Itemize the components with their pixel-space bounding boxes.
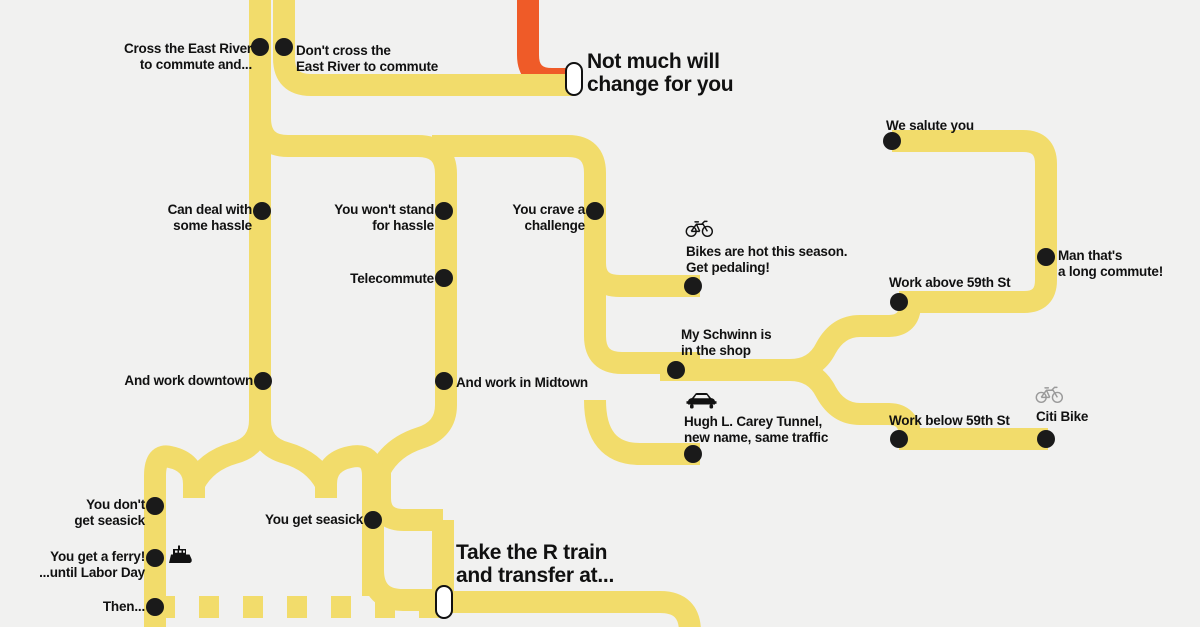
segment-downtown-to-seasick (315, 445, 384, 498)
station-label-wont-stand-for-hassle: You won't stand for hassle (334, 202, 434, 233)
station-dot-dont-cross-east-river[interactable] (275, 38, 293, 56)
station-dot-you-get-a-ferry[interactable] (146, 549, 164, 567)
station-label-telecommute: Telecommute (350, 271, 434, 286)
segment-to-crave-challenge (432, 135, 606, 336)
segment-downtown-to-ferry (144, 445, 205, 498)
segment-r-train-bottom-right (443, 591, 701, 627)
station-dot-citi-bike[interactable] (1037, 430, 1055, 448)
segment-dont-cross-to-terminal (273, 0, 574, 96)
station-dot-wont-stand-for-hassle[interactable] (435, 202, 453, 220)
station-label-crave-a-challenge: You crave a challenge (512, 202, 585, 233)
station-label-cross-east-river: Cross the East River to commute and... (123, 41, 252, 72)
terminal-markers-layer (435, 62, 583, 619)
station-label-work-below-59th: Work below 59th St (889, 413, 1010, 428)
station-label-bikes-are-hot: Bikes are hot this season. Get pedaling! (686, 244, 848, 275)
station-label-you-get-a-ferry: You get a ferry! ...until Labor Day (39, 549, 145, 580)
segment-downtown-left-branch (183, 419, 271, 498)
station-dot-work-below-59th[interactable] (890, 430, 908, 448)
station-label-citi-bike: Citi Bike (1036, 409, 1089, 424)
terminal-marker-take-the-r-train[interactable] (435, 585, 453, 619)
segment-crave-to-bikes (584, 262, 700, 297)
station-dot-we-salute-you[interactable] (883, 132, 901, 150)
station-dot-can-deal-with-hassle[interactable] (253, 202, 271, 220)
station-label-my-schwinn-in-shop: My Schwinn is in the shop (681, 327, 772, 358)
terminal-marker-not-much-will-change[interactable] (565, 62, 583, 96)
segment-crave-to-schwinn (584, 335, 700, 374)
station-dot-and-work-downtown[interactable] (254, 372, 272, 390)
station-label-you-dont-get-seasick: You don't get seasick (74, 497, 145, 528)
bicycle-icon-bikes-hot (685, 220, 714, 238)
ferry-icon (169, 545, 192, 563)
station-label-man-long-commute: Man that's a long commute! (1058, 248, 1164, 279)
station-dot-hugh-carey-tunnel[interactable] (684, 445, 702, 463)
station-label-can-deal-with-hassle: Can deal with some hassle (167, 202, 253, 233)
terminal-label-not-much-will-change: Not much will change for you (587, 50, 734, 96)
station-label-hugh-carey-tunnel: Hugh L. Carey Tunnel, new name, same tra… (684, 414, 829, 445)
segment-midtown-to-tunnel (584, 399, 700, 465)
station-dot-then[interactable] (146, 598, 164, 616)
station-label-work-above-59th: Work above 59th St (889, 275, 1011, 290)
station-dot-crave-a-challenge[interactable] (586, 202, 604, 220)
station-dot-work-above-59th[interactable] (890, 293, 908, 311)
station-label-you-get-seasick: You get seasick (264, 512, 363, 527)
station-dot-man-long-commute[interactable] (1037, 248, 1055, 266)
station-label-and-work-downtown: And work downtown (124, 373, 253, 388)
segment-seasick-to-r-train (362, 569, 443, 611)
station-dot-cross-east-river[interactable] (251, 38, 269, 56)
segment-above-59th-to-salute (892, 130, 1057, 313)
bicycle-icon-citi-bike (1035, 386, 1064, 404)
segment-downtown-right-branch (249, 419, 337, 498)
station-label-we-salute-you: We salute you (886, 118, 974, 133)
station-dots-layer (146, 38, 1055, 616)
station-label-dont-cross-east-river: Don't cross the East River to commute (296, 43, 439, 74)
station-label-then: Then... (102, 599, 145, 614)
segment-midtown-to-r-train (369, 470, 443, 531)
station-dot-you-get-seasick[interactable] (364, 511, 382, 529)
station-label-and-work-in-midtown: And work in Midtown (456, 375, 588, 390)
segment-midtown-down (369, 300, 457, 498)
station-dot-bikes-are-hot[interactable] (684, 277, 702, 295)
station-dot-and-work-in-midtown[interactable] (435, 372, 453, 390)
car-icon-tunnel (686, 393, 717, 409)
station-dot-my-schwinn-in-shop[interactable] (667, 361, 685, 379)
terminal-label-take-the-r-train: Take the R train and transfer at... (456, 541, 614, 587)
station-dot-telecommute[interactable] (435, 269, 453, 287)
segment-fork-to-below-59th (789, 359, 921, 439)
station-dot-you-dont-get-seasick[interactable] (146, 497, 164, 515)
